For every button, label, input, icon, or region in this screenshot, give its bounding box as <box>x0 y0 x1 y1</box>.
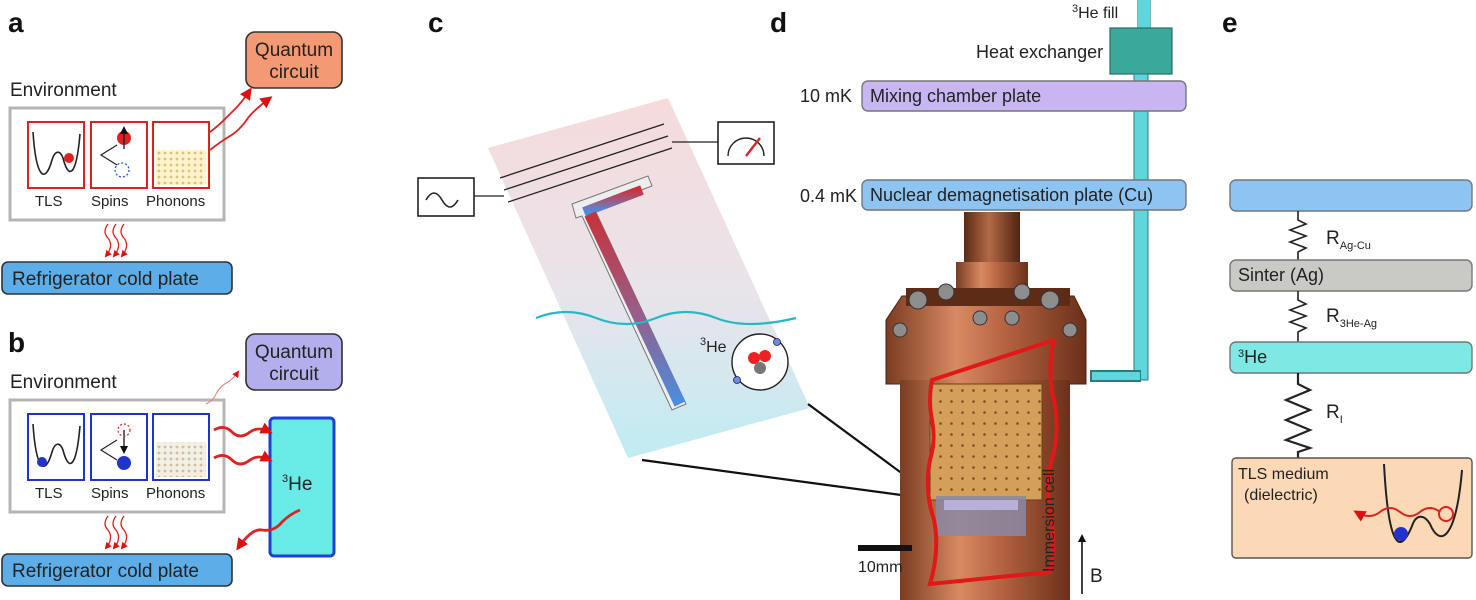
spin-down-icon <box>114 162 130 178</box>
mixing-plate-label: Mixing chamber plate <box>870 86 1041 106</box>
tls-box-a <box>27 121 85 189</box>
tls-medium-label2: (dielectric) <box>1244 487 1318 504</box>
tls-label-b: TLS <box>35 485 63 502</box>
spins-label-a: Spins <box>91 193 129 210</box>
scale-label: 10mm <box>858 559 902 576</box>
quantum-circuit-label-b2: circuit <box>269 364 319 385</box>
cold-plate-label-a: Refrigerator cold plate <box>12 269 199 290</box>
spins-box-b <box>90 413 148 481</box>
quantum-circuit-label-a2: circuit <box>269 62 319 83</box>
phonon-lattice-icon <box>156 150 206 185</box>
tls-medium-label1: TLS medium <box>1238 466 1329 483</box>
quantum-circuit-box-a <box>245 31 343 89</box>
decay-arrow-icon <box>209 87 252 133</box>
top-plate-e <box>1229 179 1473 212</box>
signal-source-icon <box>417 177 475 217</box>
phonons-label-b: Phonons <box>146 485 205 502</box>
nuclear-temp-label: 0.4 mK <box>800 186 857 206</box>
meter-icon <box>717 121 775 165</box>
heat-exchanger-label: Heat exchanger <box>976 42 1103 62</box>
double-well-icon <box>1383 463 1463 543</box>
mixing-chamber-plate <box>861 80 1187 112</box>
cold-plate-a <box>1 261 233 295</box>
tls-particle-icon <box>37 457 47 467</box>
thermalisation-arrow-icon <box>236 508 301 551</box>
sinter-label: Sinter (Ag) <box>1238 265 1324 285</box>
tls-excited-state-icon <box>1438 506 1454 522</box>
r-ag-cu-label: RAg-Cu <box>1326 228 1371 252</box>
he3-label-e: 3He <box>1238 347 1267 367</box>
he3-fill-line <box>1133 73 1149 381</box>
he3-fill-label: 3He fill <box>1072 3 1118 22</box>
sample-holder <box>929 383 1043 501</box>
relaxation-arrow-icon <box>1353 507 1441 522</box>
phonon-lattice-icon <box>156 442 206 477</box>
spin-down-icon <box>117 456 131 470</box>
chip-substrate <box>488 98 810 458</box>
spin-up-icon <box>117 423 131 437</box>
quantum-circuit-label-b1: Quantum <box>255 342 333 363</box>
panel-label-d: d <box>770 7 787 38</box>
thermalisation-arrow-icon <box>213 450 273 466</box>
heat-exchanger-box <box>1109 27 1173 75</box>
spins-box-a <box>90 121 148 189</box>
tls-particle-icon <box>64 153 74 163</box>
quantum-circuit-label-a1: Quantum <box>255 40 333 61</box>
decay-arrow-icon <box>209 96 273 151</box>
mixing-temp-label: 10 mK <box>800 86 852 106</box>
panel-e: e RAg-Cu Sinter (Ag) R3He-Ag 3He RI TLS … <box>1222 7 1473 559</box>
tls-label-a: TLS <box>35 193 63 210</box>
panel-c: c 3He <box>417 7 939 502</box>
resonator-line <box>584 211 686 407</box>
r-he-ag-label: R3He-Ag <box>1326 306 1377 330</box>
nuclear-demag-plate <box>861 179 1187 211</box>
resistor-icon <box>1287 291 1309 342</box>
resistor-icon <box>1282 373 1314 458</box>
panel-label-e: e <box>1222 7 1238 38</box>
flange <box>885 295 1087 385</box>
panel-d: d 3He fill Heat exchanger 10 mK Mixing c… <box>770 0 1187 600</box>
sinter-box <box>1229 259 1473 292</box>
panel-label-b: b <box>8 327 25 358</box>
nuclear-plate-label: Nuclear demagnetisation plate (Cu) <box>870 185 1153 205</box>
tls-ground-state-icon <box>1394 527 1408 541</box>
he3-box-e <box>1229 341 1473 374</box>
immersion-cell-label: Immersion cell <box>1041 469 1058 572</box>
phonons-label-a: Phonons <box>146 193 205 210</box>
panel-label-c: c <box>428 7 444 38</box>
environment-label-a: Environment <box>10 80 117 101</box>
tls-box-b <box>27 413 85 481</box>
cell-outline <box>925 336 1059 587</box>
double-well-icon <box>32 131 81 175</box>
cold-plate-b <box>1 553 233 587</box>
spins-label-b: Spins <box>91 485 129 502</box>
environment-label-b: Environment <box>10 372 117 393</box>
he3-label-b: 3He <box>282 473 312 495</box>
quantum-circuit-box-b <box>245 333 343 391</box>
liquid-surface <box>535 310 797 326</box>
r-i-label: RI <box>1326 402 1343 426</box>
field-label: B <box>1090 566 1103 587</box>
panel-label-a: a <box>8 7 24 38</box>
he3-reservoir-b <box>268 416 336 558</box>
thermalisation-arrow-icon <box>213 422 273 438</box>
panel-b: b Environment TLS Spins Phonons Quantum … <box>1 327 343 587</box>
tls-medium-box <box>1231 457 1473 559</box>
he3-atom-label: 3He <box>700 336 727 356</box>
panel-a: a Environment TLS Spins Phonons Quantum … <box>1 7 343 295</box>
resistor-icon <box>1287 211 1309 260</box>
cold-plate-label-b: Refrigerator cold plate <box>12 561 199 582</box>
